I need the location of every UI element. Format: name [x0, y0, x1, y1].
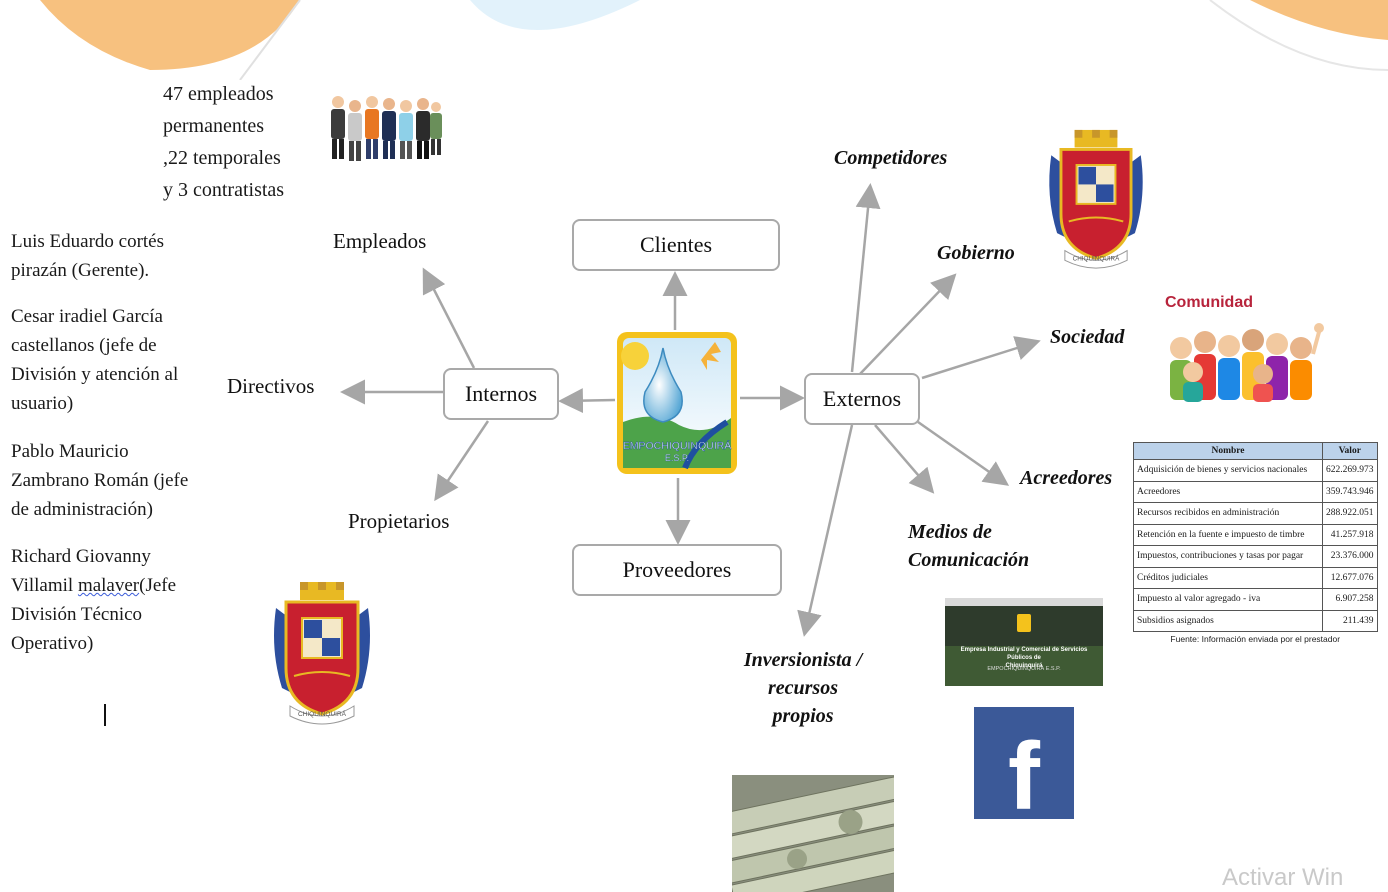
thumb-title: Empresa Industrial y Comercial de Servic… — [960, 647, 1088, 669]
label-competidores: Competidores — [834, 147, 948, 169]
table-source-note: Fuente: Información enviada por el prest… — [1170, 634, 1341, 644]
thumb-logo — [1017, 614, 1031, 632]
label-directivos: Directivos — [227, 374, 315, 398]
director-2: Cesar iradiel García castellanos (jefe d… — [11, 306, 179, 414]
director-3: Pablo Mauricio Zambrano Román (jefe de a… — [11, 441, 189, 520]
table-row: Impuestos, contribuciones y tasas por pa… — [1133, 545, 1378, 568]
text-cursor — [104, 704, 106, 726]
shield-ribbon-text-right: CHIQUINQUIRÁ — [1073, 253, 1120, 262]
creditors-table: Nombre Valor Adquisición de bienes y ser… — [1133, 442, 1378, 632]
table-header-valor: Valor — [1322, 442, 1378, 460]
arrow-to-competidores — [850, 183, 881, 373]
label-sociedad: Sociedad — [1050, 326, 1125, 348]
arrow-to-internos — [558, 388, 616, 414]
thumb-subtitle: EMPOCHIQUINQUIRÁ E.S.P. — [987, 666, 1061, 672]
label-medios-comunicacion: Medios de Comunicación — [908, 521, 1030, 571]
windows-activation-watermark: Activar Win — [1222, 864, 1344, 891]
shield-ribbon-text-left: CHIQUINQUIRÁ — [298, 709, 347, 718]
director-4: Richard Giovanny Villamil malaver(Jefe D… — [11, 546, 177, 654]
employees-note: 47 empleados permanentes ,22 temporales … — [163, 83, 285, 201]
comunidad-illustration: Comunidad — [1163, 292, 1331, 404]
facebook-icon: f — [974, 707, 1074, 825]
arrow-to-propietarios — [434, 420, 490, 502]
comunidad-label: Comunidad — [1165, 294, 1253, 311]
money-stack-image — [732, 775, 894, 892]
label-acreedores: Acreedores — [1020, 467, 1113, 489]
label-gobierno: Gobierno — [937, 242, 1015, 264]
chiquinquira-shield-left: CHIQUINQUIRÁ — [274, 582, 370, 725]
table-row: Retención en la fuente e impuesto de tim… — [1133, 523, 1378, 546]
table-header-nombre: Nombre — [1133, 442, 1323, 460]
director-1: Luis Eduardo cortés pirazán (Gerente). — [11, 231, 165, 281]
logo-text-esp: E.S.P. — [665, 453, 689, 463]
logo-text-name: EMPOCHIQUINQUIRÁ — [623, 439, 732, 452]
arrow-to-medios — [874, 424, 935, 494]
label-inversionista: Inversionista / recursos propios — [743, 649, 863, 727]
node-internos: Internos — [443, 368, 559, 420]
workers-illustration — [331, 96, 442, 161]
header-decoration — [40, 0, 1388, 80]
arrow-to-sociedad — [921, 336, 1041, 380]
creditors-table-container: Nombre Valor Adquisición de bienes y ser… — [1133, 442, 1378, 644]
node-externos: Externos — [804, 373, 920, 425]
node-clientes: Clientes — [572, 219, 780, 271]
table-row: Adquisición de bienes y servicios nacion… — [1133, 459, 1378, 482]
node-proveedores: Proveedores — [572, 544, 782, 596]
empochiquinquira-logo: EMPOCHIQUINQUIRÁ E.S.P. — [615, 330, 739, 476]
spellcheck-underline: malaver — [77, 575, 140, 596]
label-empleados: Empleados — [333, 229, 427, 253]
chiquinquira-shield-right: CHIQUINQUIRÁ — [1049, 129, 1143, 269]
browser-bar — [945, 598, 1103, 606]
label-propietarios: Propietarios — [348, 509, 450, 533]
website-thumbnail: Empresa Industrial y Comercial de Servic… — [945, 598, 1103, 686]
arrow-to-gobierno — [859, 273, 957, 375]
arrow-to-empleados — [422, 267, 476, 369]
arrow-to-acreedores — [917, 420, 1010, 486]
arrow-to-inversionista — [797, 424, 854, 637]
